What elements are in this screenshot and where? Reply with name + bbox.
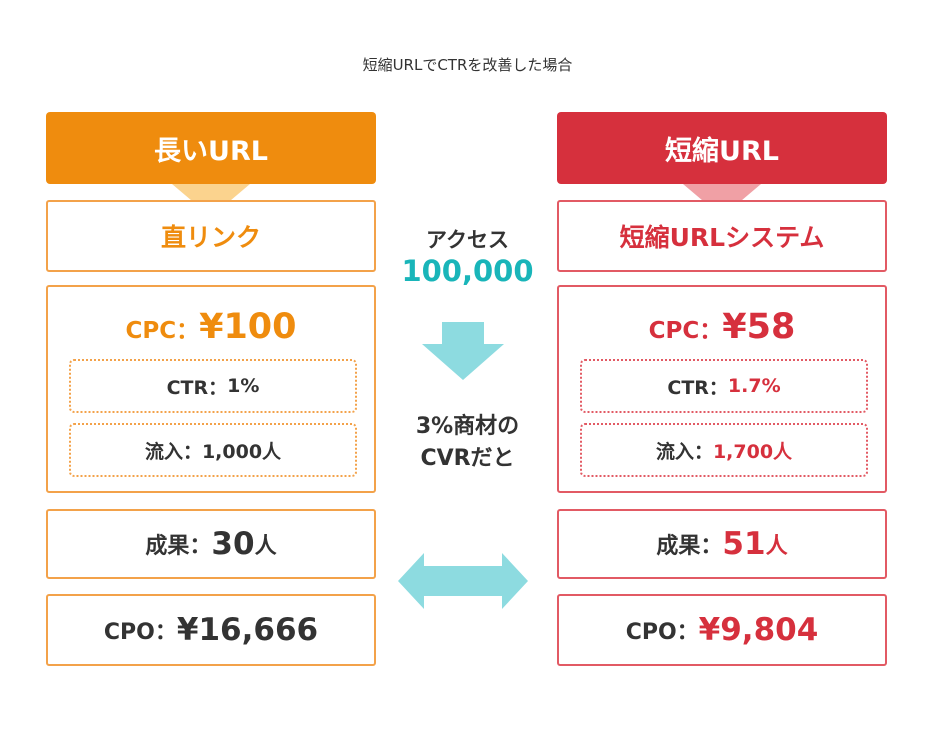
right-result-label: 成果：: [656, 534, 723, 559]
left-inflow: 流入：1,000人: [69, 423, 357, 477]
left-inflow-label: 流入：: [144, 440, 202, 463]
cvr-line-2: CVRだと: [420, 446, 515, 471]
cvr-line-1: 3%商材の: [415, 414, 520, 439]
left-cpc-value: ¥100: [199, 307, 297, 347]
right-cpo-value: ¥9,804: [698, 612, 819, 648]
right-ctr: CTR：1.7%: [580, 359, 868, 413]
left-inflow-value: 1,000人: [201, 440, 282, 463]
right-result-value: 51: [722, 526, 766, 562]
left-result-value: 30: [211, 526, 255, 562]
left-cpc-label: CPC：: [125, 318, 200, 344]
right-ctr-label: CTR：: [667, 376, 728, 399]
right-inflow-value: 1,700人: [712, 440, 793, 463]
right-cpo-label: CPO：: [625, 620, 699, 645]
cvr-note: 3%商材の CVRだと: [380, 411, 555, 475]
left-header: 長いURL: [46, 112, 376, 184]
right-cpc: CPC：¥58: [559, 307, 885, 347]
right-inflow: 流入：1,700人: [580, 423, 868, 477]
right-ctr-value: 1.7%: [727, 375, 781, 397]
left-ctr-label: CTR：: [166, 376, 228, 399]
left-cpc: CPC：¥100: [48, 307, 374, 347]
left-ctr: CTR：1%: [69, 359, 357, 413]
right-header: 短縮URL: [557, 112, 887, 184]
left-metrics-box: CPC：¥100 CTR：1% 流入：1,000人: [46, 285, 376, 493]
right-cpc-label: CPC：: [648, 318, 723, 344]
left-result-unit: 人: [254, 534, 277, 559]
double-arrow-icon: [398, 553, 528, 609]
left-ctr-value: 1%: [227, 375, 260, 397]
right-cpo: CPO：¥9,804: [557, 594, 887, 666]
left-link-type: 直リンク: [46, 200, 376, 272]
left-cpo-label: CPO：: [103, 620, 177, 645]
left-cpo-value: ¥16,666: [176, 612, 319, 648]
page-title: 短縮URLでCTRを改善した場合: [362, 56, 573, 74]
right-metrics-box: CPC：¥58 CTR：1.7% 流入：1,700人: [557, 285, 887, 493]
right-inflow-label: 流入：: [655, 440, 713, 463]
down-arrow-icon: [422, 322, 504, 380]
right-cpc-value: ¥58: [722, 307, 796, 347]
access-label: アクセス: [426, 228, 509, 252]
right-result-unit: 人: [765, 534, 788, 559]
left-cpo: CPO：¥16,666: [46, 594, 376, 666]
left-result-label: 成果：: [145, 534, 212, 559]
access-value: 100,000: [401, 254, 534, 288]
right-link-type: 短縮URLシステム: [557, 200, 887, 272]
